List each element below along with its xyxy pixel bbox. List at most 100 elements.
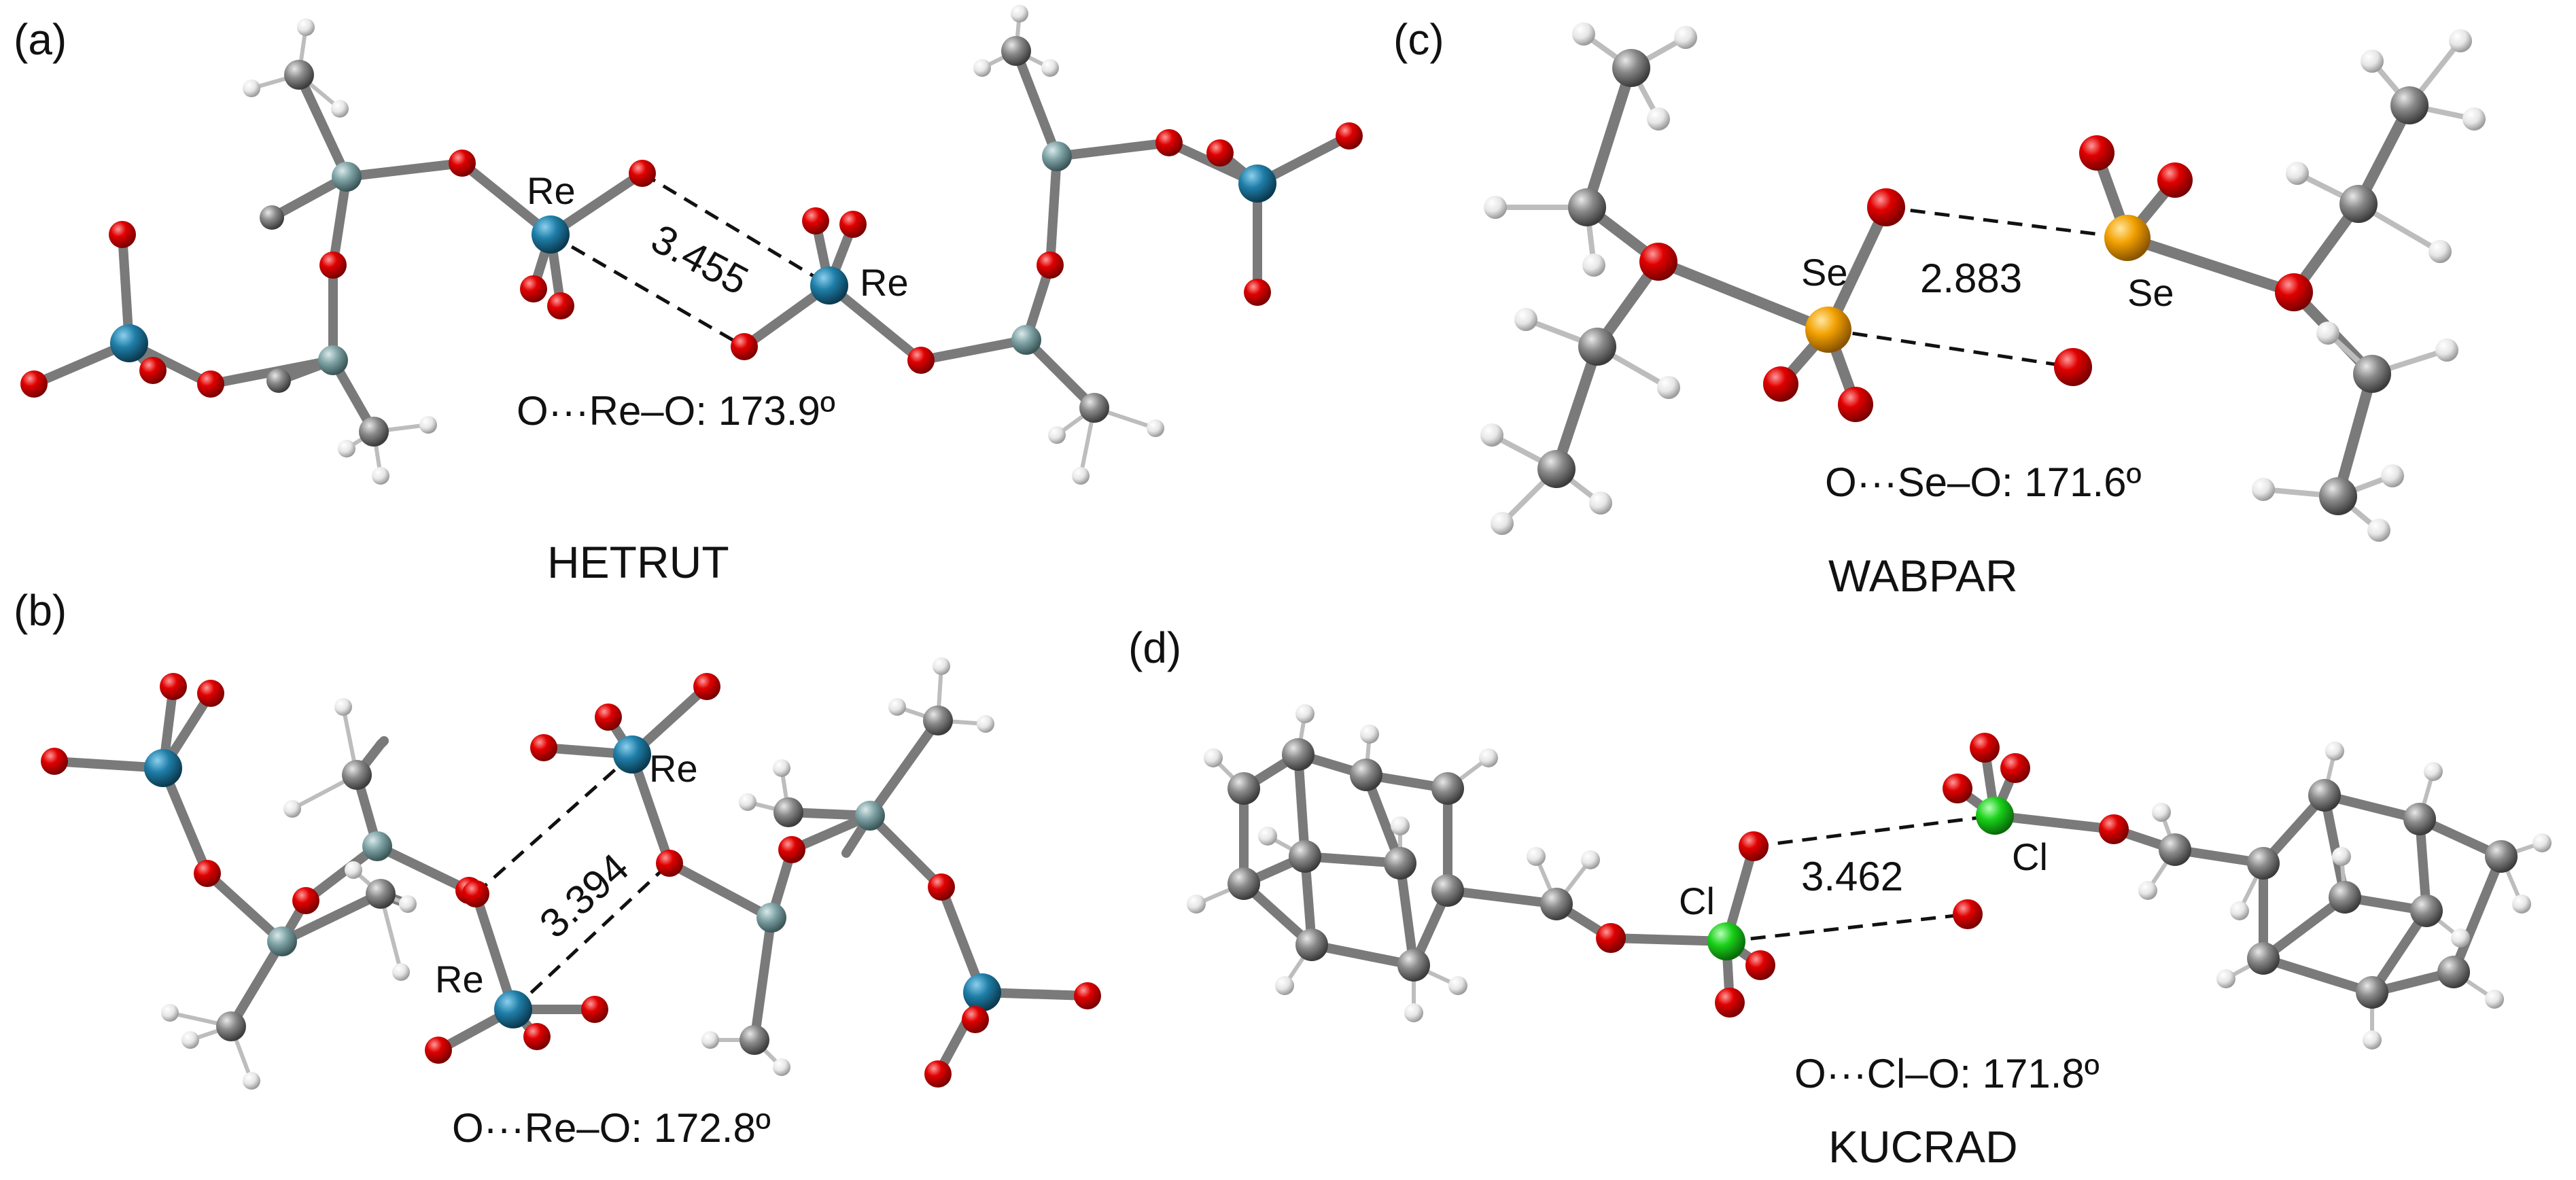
panel-c-contacts: [1828, 205, 2128, 369]
oxygen-atom: [1639, 243, 1677, 281]
silicon-atom: [267, 926, 297, 956]
carbon-atom: [284, 60, 314, 90]
carbon-atom: [260, 205, 284, 230]
hydrogen-atom: [701, 1031, 719, 1049]
panel-b-atom-label-2: Re: [435, 958, 484, 1001]
hydrogen-atom: [1041, 59, 1059, 77]
rhenium-atom: [144, 749, 182, 787]
carbon-atom: [1578, 328, 1616, 366]
oxygen-atom: [292, 887, 319, 914]
panel-a-atom-label-2: Re: [860, 261, 909, 304]
carbon-atom: [1228, 772, 1260, 805]
panel-b-atom-label-1: Re: [649, 747, 698, 790]
panel-c-atom-label-2: Se: [2127, 271, 2174, 314]
hydrogen-atom: [2252, 478, 2275, 501]
hydrogen-atom: [1404, 1003, 1423, 1022]
panel-a: (a): [14, 5, 1363, 587]
hydrogen-atom: [773, 759, 790, 777]
hydrogen-atom: [338, 440, 355, 457]
hydrogen-atom: [773, 1058, 790, 1076]
selenium-atom: [2104, 215, 2151, 261]
carbon-atom: [2329, 881, 2361, 914]
oxygen-atom: [2000, 753, 2030, 783]
oxygen-atom: [839, 211, 867, 238]
carbon-atom: [266, 368, 291, 393]
oxygen-atom: [41, 748, 68, 775]
oxygen-atom: [928, 873, 955, 901]
panel-d-code: KUCRAD: [1828, 1122, 2018, 1172]
panel-a-angle: O···Re–O: 173.9º: [517, 388, 835, 434]
hydrogen-atom: [334, 698, 352, 716]
panel-c-atom-label-1: Se: [1801, 251, 1848, 294]
hydrogen-atom: [739, 793, 756, 811]
hydrogen-atom: [2485, 990, 2504, 1009]
oxygen-atom: [160, 673, 187, 700]
oxygen-atom: [1745, 950, 1775, 980]
rhenium-atom: [613, 735, 651, 774]
oxygen-atom: [1074, 982, 1101, 1009]
oxygen-atom: [1155, 129, 1183, 156]
carbon-atom: [1295, 929, 1328, 961]
carbon-atom: [1001, 36, 1031, 66]
hydrogen-atom: [2138, 881, 2157, 900]
panel-d-contacts: [1726, 814, 1996, 943]
carbon-atom: [773, 797, 803, 827]
carbon-atom: [359, 417, 389, 447]
carbon-atom: [2437, 956, 2470, 988]
hydrogen-atom: [2462, 107, 2486, 131]
oxygen-atom: [20, 370, 48, 398]
panel-d-distance: 3.462: [1801, 854, 1903, 899]
oxygen-atom: [1838, 387, 1873, 422]
panel-c-tag: (c): [1393, 15, 1444, 64]
oxygen-atom: [581, 996, 608, 1023]
hydrogen-atom: [973, 59, 991, 77]
panel-c-angle: O···Se–O: 171.6º: [1825, 459, 2142, 505]
carbon-atom: [1537, 450, 1576, 488]
oxygen-atom: [962, 1006, 989, 1033]
carbon-atom: [1228, 867, 1260, 900]
oxygen-atom: [1596, 923, 1626, 953]
rhenium-atom: [110, 324, 148, 362]
rhenium-atom: [532, 215, 570, 254]
oxygen-atom: [1970, 733, 2000, 763]
panel-b-angle: O···Re–O: 172.8º: [452, 1105, 771, 1151]
chlorine-atom: [1976, 797, 2014, 835]
panel-a-contacts: [549, 171, 831, 349]
carbon-atom: [2308, 779, 2341, 812]
oxygen-atom: [1037, 251, 1064, 279]
hydrogen-atom: [243, 1072, 260, 1090]
oxygen-atom: [462, 880, 489, 907]
hydrogen-atom: [243, 80, 260, 97]
panel-b-contacts: [474, 753, 671, 1011]
hydrogen-atom: [977, 715, 994, 733]
carbon-atom: [1289, 840, 1321, 873]
hydrogen-atom: [399, 895, 417, 913]
hydrogen-atom: [331, 100, 349, 118]
hydrogen-atom: [1204, 748, 1223, 767]
oxygen-atom: [197, 680, 224, 707]
carbon-atom: [342, 760, 372, 790]
silicon-atom: [1011, 325, 1041, 355]
panel-b-atoms: [41, 657, 1101, 1090]
hydrogen-atom: [1147, 419, 1164, 437]
oxygen-atom: [2157, 162, 2193, 198]
chlorine-atom: [1707, 922, 1745, 960]
hydrogen-atom: [1448, 976, 1467, 995]
panel-d-atoms: [1187, 704, 2552, 1049]
hydrogen-atom: [2381, 464, 2404, 487]
hydrogen-atom: [1674, 26, 1697, 49]
oxygen-atom: [1739, 831, 1769, 861]
rhenium-atom: [810, 266, 848, 305]
carbon-atom: [366, 879, 396, 909]
oxygen-atom: [530, 734, 557, 761]
oxygen-atom: [2079, 135, 2114, 171]
silicon-atom: [1042, 141, 1072, 171]
carbon-atom: [2403, 803, 2436, 835]
oxygen-atom: [2099, 814, 2129, 844]
hydrogen-atom: [1647, 107, 1670, 131]
hydrogen-atom: [1582, 254, 1605, 277]
hydrogen-atom: [1527, 847, 1546, 866]
panel-b: (b): [14, 586, 1101, 1151]
carbon-atom: [2390, 86, 2429, 124]
carbon-atom: [1612, 49, 1650, 87]
